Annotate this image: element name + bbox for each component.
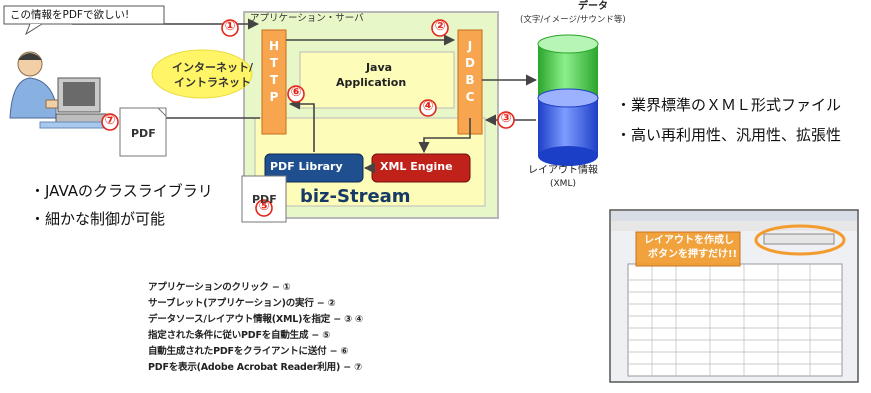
note-fine-control: ・細かな制御が可能	[30, 210, 166, 228]
marker-2: ②	[434, 19, 446, 34]
speech-bubble	[3, 5, 165, 25]
biz-stream-label: biz-Stream	[300, 186, 411, 207]
step-4: 指定された条件に従いPDFを自動生成 − ⑤	[148, 330, 331, 341]
marker-1: ①	[224, 19, 236, 34]
pdf-client-label: PDF	[131, 127, 156, 140]
pdf-library-box	[264, 153, 364, 183]
layout-cylinder-icon	[537, 88, 599, 166]
marker-6-ring	[287, 85, 305, 103]
step-6: PDFを表示(Adobe Acrobat Reader利用) − ⑦	[148, 362, 362, 373]
marker-5-ring	[255, 199, 273, 217]
data-sublabel: (文字/イメージ/サウンド等)	[520, 15, 626, 25]
marker-1-ring	[221, 19, 239, 37]
step-2: サーブレット(アプリケーション)の実行 − ②	[148, 298, 336, 309]
marker-3: ③	[500, 111, 512, 126]
step-5: 自動生成されたPDFをクライアントに送付 − ⑥	[148, 346, 349, 357]
pdf-output-label: PDF	[252, 193, 277, 206]
step-3: データソース/レイアウト情報(XML)を指定 − ③ ④	[148, 314, 363, 325]
arrow-generate	[288, 98, 315, 152]
arrow-xml	[418, 118, 471, 154]
note-reusability: ・高い再利用性、汎用性、拡張性	[616, 126, 842, 144]
xml-engine-label: XML Engine	[380, 160, 453, 173]
application-label: Application	[336, 76, 407, 89]
speech-bubble-tail	[24, 23, 43, 36]
http-bar	[261, 29, 287, 135]
jdbc-bar	[457, 29, 483, 135]
app-screenshot-thumbnail	[609, 209, 859, 383]
data-label: データ	[578, 1, 608, 12]
marker-3-ring	[497, 111, 515, 129]
marker-2-ring	[431, 19, 449, 37]
marker-circles	[101, 19, 515, 217]
java-label: Java	[365, 61, 393, 74]
speech-text: この情報をPDFで欲しい!	[10, 9, 130, 21]
layout-label: レイアウト情報	[528, 165, 598, 176]
intranet-label: イントラネット	[174, 76, 251, 89]
callout-line-2: ボタンを押すだけ!!	[648, 249, 738, 260]
jdbc-label: JDBC	[465, 39, 475, 104]
layout-sublabel: (XML)	[550, 179, 576, 189]
internet-label: インターネット/	[172, 61, 254, 74]
internet-bubble	[151, 49, 253, 99]
step-1: アプリケーションのクリック − ①	[148, 282, 291, 293]
callout-line-1: レイアウトを作成し	[644, 235, 734, 246]
marker-4: ④	[422, 99, 434, 114]
http-label: HTTP	[268, 39, 280, 104]
pdf-document-icon-client	[119, 107, 167, 157]
marker-5: ⑤	[258, 199, 270, 214]
user-at-computer-icon	[9, 51, 111, 129]
java-application-box	[299, 51, 455, 109]
marker-7-ring	[101, 113, 119, 131]
marker-4-ring	[419, 99, 437, 117]
note-java-class-library: ・JAVAのクラスライブラリ	[30, 182, 213, 200]
marker-7: ⑦	[104, 113, 116, 128]
marker-6: ⑥	[290, 85, 302, 100]
pdf-library-label: PDF Library	[270, 160, 343, 173]
note-xml-format: ・業界標準のＸＭＬ形式ファイル	[616, 96, 842, 114]
app-server-label: アプリケーション・サーバ	[250, 13, 364, 24]
